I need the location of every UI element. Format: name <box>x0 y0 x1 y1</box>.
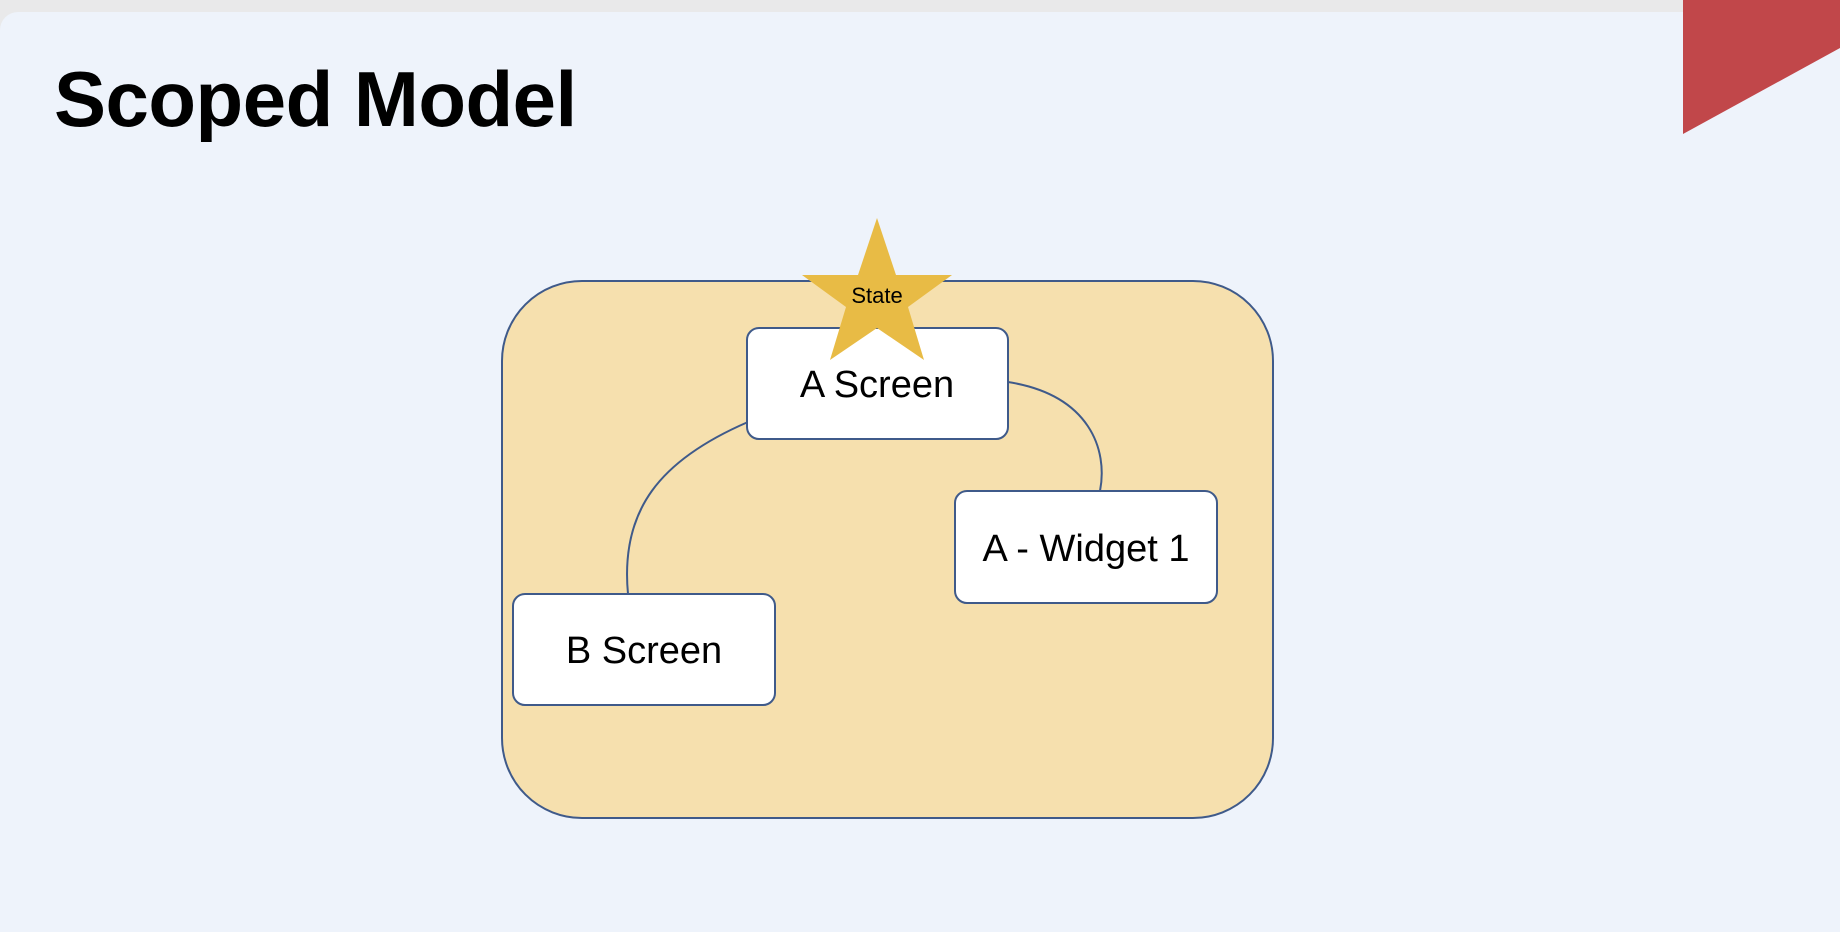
corner-accent-triangle <box>1683 0 1840 134</box>
node-a-widget-1-label: A - Widget 1 <box>983 528 1190 570</box>
connector-a-screen-to-a-widget-1 <box>1007 381 1103 492</box>
node-b-screen-label: B Screen <box>566 630 722 672</box>
node-a-widget-1-box <box>954 490 1218 604</box>
slide-title: Scoped Model <box>54 55 577 143</box>
connector-a-screen-to-b-screen <box>626 421 749 595</box>
state-star: State <box>802 218 952 360</box>
state-star-label: State <box>851 283 902 308</box>
node-a-screen-label: A Screen <box>800 364 954 406</box>
node-b-screen: B Screen <box>512 593 776 706</box>
node-a-screen: A Screen <box>746 327 1009 440</box>
state-star-icon <box>802 218 952 360</box>
node-a-widget-1: A - Widget 1 <box>954 490 1218 604</box>
node-b-screen-box <box>512 593 776 706</box>
